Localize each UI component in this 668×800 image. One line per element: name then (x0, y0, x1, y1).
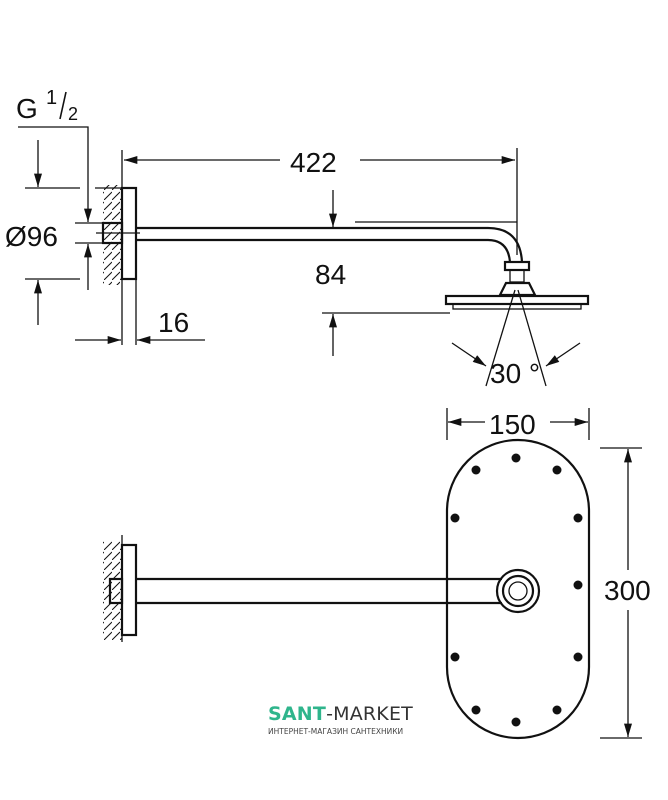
arm-nut (503, 260, 531, 272)
dim-diameter-label: Ø96 (5, 221, 58, 252)
dim-head-width-label: 150 (489, 409, 536, 440)
nozzle-dot (511, 453, 521, 463)
watermark-brand-b: -MARKET (326, 703, 413, 725)
nozzle-dot (552, 705, 562, 715)
nozzle-dots (450, 453, 583, 727)
dim-length-label: 422 (290, 147, 337, 178)
thread-g-label: G (16, 93, 38, 124)
nozzle-dot (471, 465, 481, 475)
top-view: 150 300 (103, 408, 651, 740)
side-view: 422 G 1 2 Ø96 16 84 30 ° (5, 87, 590, 389)
shower-head-oval (445, 438, 591, 740)
watermark: SANT-MARKET ИНТЕРНЕТ-МАГАЗИН САНТЕХНИКИ (268, 703, 413, 737)
nozzle-dot (450, 513, 460, 523)
thread-den-label: 2 (68, 104, 78, 124)
nozzle-dot (573, 513, 583, 523)
nozzle-dot (511, 717, 521, 727)
nozzle-dot (552, 465, 562, 475)
nozzle-dot (573, 580, 583, 590)
shower-head-body (498, 281, 537, 297)
dim-spray-angle-label: 30 ° (490, 358, 540, 389)
nozzle-dot (450, 652, 460, 662)
nozzle-dot (573, 652, 583, 662)
watermark-tagline: ИНТЕРНЕТ-МАГАЗИН САНТЕХНИКИ (268, 727, 404, 736)
nozzle-dot (471, 705, 481, 715)
dim-head-length-label: 300 (604, 575, 651, 606)
shower-arm-bottom (136, 238, 512, 263)
thread-num-label: 1 (46, 87, 57, 109)
fraction-slash (59, 91, 67, 120)
shower-arm-top (136, 226, 524, 263)
dim-drop-label: 84 (315, 259, 346, 290)
shower-head-plate (444, 294, 590, 306)
wall-hatching (103, 185, 122, 285)
watermark-brand-a: SANT (268, 703, 327, 725)
dim-flange-depth-label: 16 (158, 307, 189, 338)
